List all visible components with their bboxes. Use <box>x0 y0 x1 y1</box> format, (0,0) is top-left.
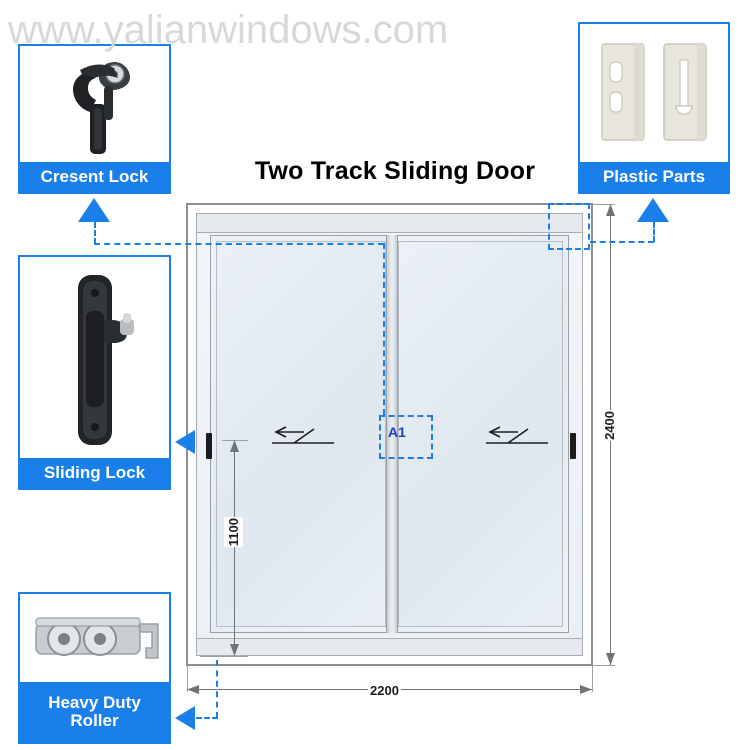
sliding-door-drawing <box>186 203 593 666</box>
leader-roller-vertical <box>216 660 218 718</box>
sliding-lock-photo <box>20 257 169 460</box>
ext-line-handle-top <box>222 440 248 441</box>
detail-callout-label-a1: A1 <box>388 424 406 440</box>
plastic-parts-photo <box>580 24 728 164</box>
door-head-rail <box>197 214 582 233</box>
door-meeting-stile <box>386 235 398 633</box>
glass-panel-right <box>398 241 563 627</box>
leader-plastic-vertical <box>653 222 655 242</box>
crescent-lock-icon <box>20 46 169 164</box>
dim-arrow-handle-bottom <box>230 644 239 656</box>
dim-label-width: 2200 <box>368 682 401 699</box>
roller-label-line1: Heavy Duty <box>48 693 141 713</box>
leader-cresent-vertical <box>94 222 96 244</box>
callout-card-cresent-lock[interactable]: Cresent Lock <box>18 44 171 194</box>
roller-photo <box>20 594 169 684</box>
callout-label-plastic-parts: Plastic Parts <box>580 162 728 192</box>
cresent-lock-photo <box>20 46 169 164</box>
dim-arrow-width-right <box>580 685 592 694</box>
dim-arrow-width-left <box>187 685 199 694</box>
plastic-parts-icon <box>580 24 728 164</box>
ext-line-top-right <box>593 204 615 205</box>
arrow-cresent-lock <box>78 198 110 222</box>
page-title: Two Track Sliding Door <box>254 157 536 185</box>
arrow-plastic-parts <box>637 198 669 222</box>
sliding-lock-icon <box>20 257 169 460</box>
glass-panel-left <box>216 241 386 627</box>
leader-plastic-horizontal <box>590 241 654 243</box>
dim-arrow-height-bottom <box>606 653 615 665</box>
ext-line-handle-bottom <box>200 656 248 657</box>
roller-icon <box>20 594 169 684</box>
arrow-heavy-duty-roller <box>175 706 195 730</box>
dim-label-handle-height: 1100 <box>224 517 243 548</box>
leader-roller-horizontal <box>196 717 218 719</box>
slide-direction-arrow-right <box>486 426 548 444</box>
arrow-sliding-lock <box>175 430 195 454</box>
door-leaf-left <box>210 235 392 633</box>
leader-cresent-horizontal <box>94 243 384 245</box>
door-handle-right <box>570 433 576 459</box>
door-leaf-right <box>392 235 569 633</box>
slide-direction-arrow-left <box>272 426 334 444</box>
dim-arrow-handle-top <box>230 440 239 452</box>
door-sill-rail <box>197 638 582 655</box>
callout-card-sliding-lock[interactable]: Sliding Lock <box>18 255 171 490</box>
ext-line-right-bottom <box>592 666 593 692</box>
callout-label-cresent-lock: Cresent Lock <box>20 162 169 192</box>
dim-label-height: 2400 <box>600 410 619 441</box>
roller-label-line2: Roller <box>70 711 119 730</box>
detail-box-plastic-parts <box>548 203 590 250</box>
detail-callout-box-a1 <box>379 415 433 459</box>
dim-line-handle-height <box>234 440 235 656</box>
callout-label-heavy-duty-roller: Heavy Duty Roller <box>20 682 169 742</box>
callout-card-plastic-parts[interactable]: Plastic Parts <box>578 22 730 194</box>
ext-line-bottom-right <box>593 665 615 666</box>
callout-label-sliding-lock: Sliding Lock <box>20 458 169 488</box>
callout-card-heavy-duty-roller[interactable]: Heavy Duty Roller <box>18 592 171 744</box>
ext-line-left-bottom <box>187 666 188 692</box>
door-handle-left <box>206 433 212 459</box>
detail-leader-a1-vertical <box>383 243 385 415</box>
dim-arrow-height-top <box>606 204 615 216</box>
